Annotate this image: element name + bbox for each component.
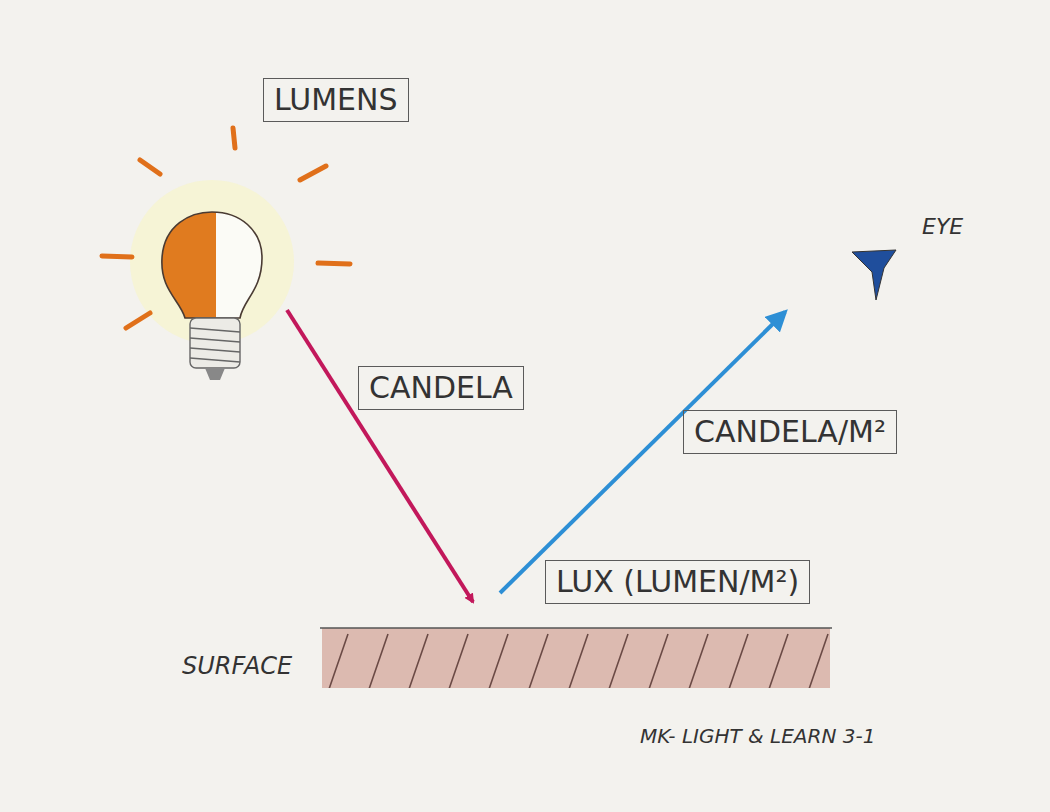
light-bulb	[130, 180, 294, 380]
unit-text: LUX (LUMEN/M²)	[556, 564, 799, 600]
unit-box: LUX (LUMEN/M²)	[545, 560, 810, 604]
signature-note: MK- LIGHT & LEARN 3-1	[640, 724, 875, 748]
eye-symbol	[852, 250, 896, 300]
unit-box: CANDELA/M²	[683, 410, 897, 454]
unit-text: CANDELA	[369, 370, 513, 406]
unit-text: CANDELA/M²	[694, 414, 886, 450]
light-rays	[102, 128, 350, 328]
unit-box: CANDELA	[358, 366, 524, 410]
reflected-arrow	[500, 312, 785, 593]
incident-arrow	[287, 310, 473, 602]
eye-label: EYE	[922, 214, 963, 239]
surface	[320, 628, 832, 688]
surface-label: SURFACE	[182, 652, 292, 680]
unit-box: LUMENS	[263, 78, 409, 122]
unit-text: LUMENS	[274, 82, 398, 118]
